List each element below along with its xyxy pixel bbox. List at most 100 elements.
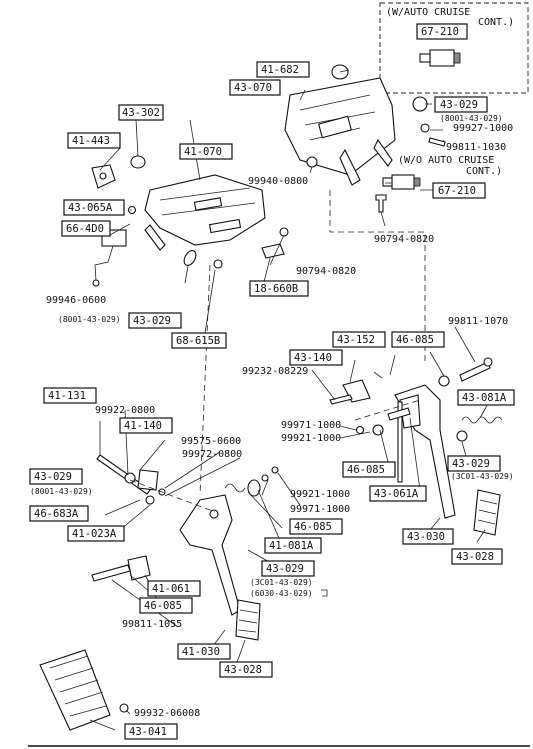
small-bushings-left — [145, 466, 279, 505]
callout-43-028-l: 43-028 — [219, 661, 273, 678]
svg-text:41-443: 41-443 — [72, 135, 110, 147]
callout-43-302: 43-302 — [118, 104, 164, 121]
callout-43-065a: 43-065A — [63, 199, 125, 216]
callout-41-030: 41-030 — [177, 643, 231, 660]
svg-text:41-070: 41-070 — [184, 146, 222, 158]
callout-41-061: 41-061 — [147, 580, 201, 597]
callout-41-443: 41-443 — [67, 132, 121, 149]
dashed-guide-2 — [199, 264, 211, 496]
part-90794-0820-b: 90794-0820 — [296, 266, 356, 277]
svg-text:41-061: 41-061 — [152, 583, 190, 595]
svg-text:68-615B: 68-615B — [176, 335, 220, 347]
part-99940-0800: 99940-0800 — [248, 176, 308, 187]
clutch-spring-part — [224, 479, 261, 497]
svg-text:43-028: 43-028 — [224, 664, 262, 676]
bushing-parts-right — [355, 407, 411, 436]
part-99575-0600: 99575-0600 — [181, 436, 241, 447]
callout-43-030-r: 43-030 — [402, 528, 454, 545]
subnum-bracket — [321, 589, 328, 597]
part-99921-1000-a: 99921-1000 — [281, 433, 341, 444]
cruise-switch-part — [419, 49, 461, 67]
subnum-8001-lmid: (8001-43-029) — [30, 487, 93, 496]
part-99946-0600: 99946-0600 — [46, 295, 106, 306]
dashed-guide-4 — [354, 399, 421, 421]
callout-46-085-r2: 46-085 — [342, 461, 396, 478]
callout-68-615b: 68-615B — [171, 332, 227, 349]
part-99932-06008: 99932-06008 — [134, 708, 200, 719]
clutch-bracket-part — [144, 174, 266, 251]
callout-43-029-lmid: 43-029 — [29, 468, 83, 485]
sensor-part-left — [92, 229, 127, 287]
callout-43-061a: 43-061A — [369, 485, 427, 502]
nut-part-upper — [306, 156, 318, 168]
screw-part-mid — [375, 194, 387, 213]
part-99232-08229: 99232-08229 — [242, 366, 308, 377]
upper-bracket-part — [284, 64, 396, 186]
note-wo-cruise: (W/O AUTO CRUISE — [398, 155, 494, 166]
callout-43-029-left: 43-029 — [128, 312, 182, 329]
svg-text:43-140: 43-140 — [294, 352, 332, 364]
callout-46-085-l: 46-085 — [139, 597, 193, 614]
subnum-8001-top: (8001-43-029) — [440, 114, 503, 123]
svg-text:41-081A: 41-081A — [269, 540, 314, 552]
callout-46-085-c: 46-085 — [289, 518, 343, 535]
spring-part-small — [183, 250, 223, 269]
svg-text:41-140: 41-140 — [124, 420, 162, 432]
dashed-guide-1 — [329, 190, 426, 365]
auto-cruise-note: (W/AUTO CRUISE — [386, 7, 470, 18]
svg-text:43-029: 43-029 — [34, 471, 72, 483]
part-99922-0800: 99922-0800 — [95, 405, 155, 416]
svg-text:43-030: 43-030 — [407, 531, 445, 543]
svg-text:46-085: 46-085 — [347, 464, 385, 476]
svg-text:43-029: 43-029 — [266, 563, 304, 575]
callout-43-140-r: 43-140 — [289, 349, 343, 366]
svg-text:43-070: 43-070 — [234, 82, 272, 94]
subnum-3c01-low: (3C01-43-029) — [250, 578, 313, 587]
svg-text:43-081A: 43-081A — [462, 392, 507, 404]
callout-41-140: 41-140 — [119, 417, 173, 434]
callout-67-210-top: 67-210 — [416, 23, 468, 40]
part-99921-1000-b: 99921-1000 — [290, 489, 350, 500]
part-99971-1000-a: 99971-1000 — [281, 420, 341, 431]
brake-spring-part — [456, 416, 503, 442]
callout-67-210-mid: 67-210 — [432, 182, 486, 199]
part-99811-1055: 99811-1055 — [122, 619, 182, 630]
switch-part-middle — [382, 174, 421, 190]
callout-46-683a: 46-683A — [29, 505, 89, 522]
callout-66-4d0: 66-4D0 — [61, 220, 111, 237]
svg-text:66-4D0: 66-4D0 — [66, 223, 104, 235]
part-90794-0820-a: 90794-0820 — [374, 234, 434, 245]
svg-text:43-302: 43-302 — [122, 107, 160, 119]
clutch-pedal-part — [179, 494, 241, 616]
floor-mat-part — [39, 649, 129, 731]
svg-text:43-041: 43-041 — [129, 726, 167, 738]
part-99971-1000-b: 99971-1000 — [290, 504, 350, 515]
callout-18-660b: 18-660B — [249, 280, 309, 297]
part-99811-1070: 99811-1070 — [448, 316, 508, 327]
note-wo-cruise-2: CONT.) — [466, 166, 502, 177]
callout-43-029-top: 43-029 — [434, 96, 488, 113]
brake-pad-part — [473, 489, 501, 536]
part-99811-1030: 99811-1030 — [446, 142, 506, 153]
svg-text:41-682: 41-682 — [261, 64, 299, 76]
subnum-8001-left: (8001-43-029) — [58, 315, 121, 324]
callout-43-152: 43-152 — [332, 331, 386, 348]
bolt-part-upper — [412, 96, 446, 147]
auto-cruise-note-2: CONT.) — [478, 17, 514, 28]
svg-text:67-210: 67-210 — [438, 185, 476, 197]
callout-41-023a: 41-023A — [67, 525, 125, 542]
svg-text:46-085: 46-085 — [144, 600, 182, 612]
switch-lever-part — [329, 371, 383, 405]
svg-text:67-210: 67-210 — [421, 26, 459, 38]
svg-text:43-029: 43-029 — [440, 99, 478, 111]
svg-text:41-023A: 41-023A — [72, 528, 117, 540]
callout-41-070: 41-070 — [179, 143, 233, 160]
callout-46-085-r1: 46-085 — [391, 331, 445, 348]
master-cylinder-part — [91, 155, 146, 189]
callout-43-081a: 43-081A — [457, 389, 515, 406]
subnum-3c01-r: (3C01-43-029) — [451, 472, 514, 481]
dashed-guide-3 — [129, 479, 216, 513]
callout-43-029-low: 43-029 — [261, 560, 315, 577]
svg-text:43-152: 43-152 — [337, 334, 375, 346]
